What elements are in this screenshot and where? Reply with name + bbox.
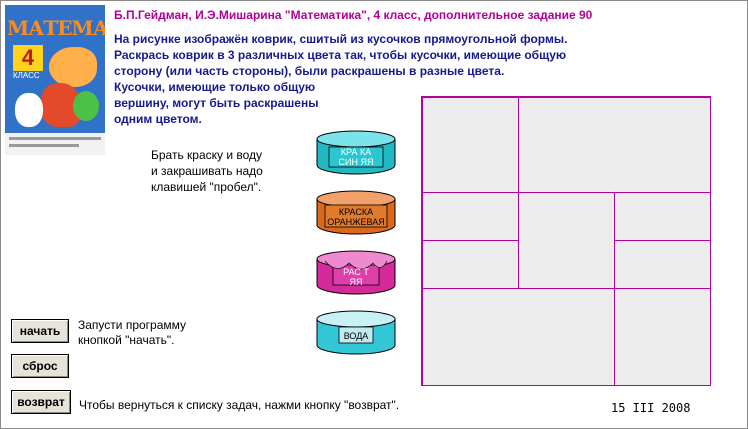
rug-piece[interactable]: [614, 192, 711, 241]
cover-illustration: [15, 93, 43, 127]
task-text-line: одним цветом.: [114, 112, 202, 126]
start-button[interactable]: начать: [11, 319, 69, 343]
rug-piece[interactable]: [422, 192, 519, 241]
back-button[interactable]: возврат: [11, 390, 71, 414]
task-text-line: вершину, могут быть раскрашены: [114, 96, 319, 110]
hint-line: клавишей "пробел".: [151, 180, 262, 194]
rug-piece[interactable]: [614, 288, 711, 386]
cover-illustration: [49, 47, 97, 87]
cover-grade-word: КЛАСС: [13, 71, 40, 80]
rug-piece[interactable]: [518, 97, 711, 193]
cover-grade: 4: [13, 45, 43, 71]
paint-can-blue-icon: [316, 130, 396, 175]
reset-button[interactable]: сброс: [11, 354, 69, 378]
water-can-icon: [316, 310, 396, 355]
rug-piece[interactable]: [518, 192, 615, 289]
water-can[interactable]: ВОДА: [315, 309, 397, 357]
paint-can-blue[interactable]: КРА КА СИН ЯЯ: [315, 129, 397, 177]
task-text-line: На рисунке изображён коврик, сшитый из к…: [114, 32, 568, 46]
task-text-line: Раскрась коврик в 3 различных цвета так,…: [114, 48, 567, 62]
paint-can-pink-icon: [316, 250, 396, 295]
hint-line: Брать краску и воду: [151, 148, 263, 162]
paint-can-orange[interactable]: КРАСКА ОРАНЖЕВАЯ: [315, 189, 397, 237]
rug-piece[interactable]: [422, 240, 519, 289]
date-label: 15 III 2008: [611, 401, 691, 415]
paint-can-pink[interactable]: РАС Т ЯЯ: [315, 249, 397, 297]
rug-piece[interactable]: [422, 288, 615, 386]
cover-authors-band: [5, 133, 105, 155]
task-text-line: Кусочки, имеющие только общую: [114, 80, 316, 94]
cover-illustration: [73, 91, 99, 121]
page-title: Б.П.Гейдман, И.Э.Мишарина "Математика", …: [114, 8, 593, 22]
task-text-line: сторону (или часть стороны), были раскра…: [114, 64, 505, 78]
start-note-line: Запусти программу: [78, 318, 187, 332]
rug: [421, 96, 711, 386]
back-note: Чтобы вернуться к списку задач, нажми кн…: [79, 398, 400, 412]
start-note-line: кнопкой "начать".: [78, 333, 175, 347]
hint-line: и закрашивать надо: [151, 164, 263, 178]
paint-can-orange-icon: [316, 190, 396, 235]
hint-text: Брать краску и воду и закрашивать надо к…: [151, 147, 263, 195]
book-cover: МАТЕМАТИКА 4 КЛАСС: [5, 5, 105, 155]
rug-piece[interactable]: [614, 240, 711, 289]
rug-piece[interactable]: [422, 97, 519, 193]
cover-title: МАТЕМАТИКА: [7, 16, 105, 40]
